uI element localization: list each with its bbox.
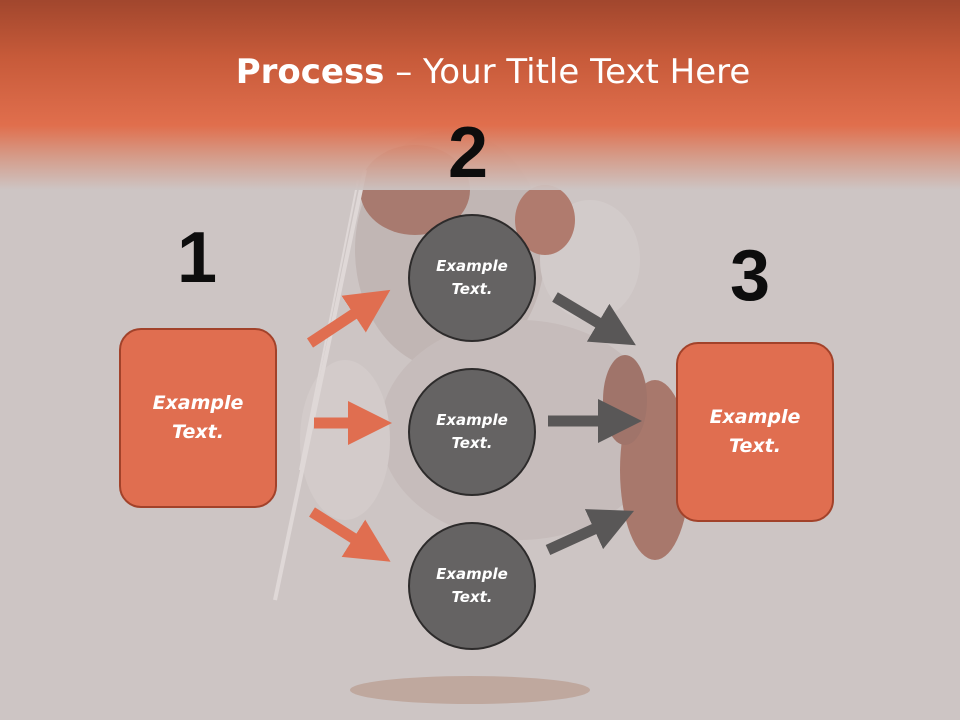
circle-middle-label: Example Text.: [436, 411, 508, 452]
arrow-bottom-to-3: [545, 509, 635, 556]
step-1-box[interactable]: Example Text.: [119, 328, 277, 508]
circle-bottom-label: Example Text.: [436, 565, 508, 606]
title-bold: Process: [235, 52, 385, 92]
title-rest: – Your Title Text Here: [384, 52, 751, 92]
step-2-circle-middle[interactable]: Example Text.: [408, 368, 536, 496]
arrow-1-to-bottom: [309, 507, 391, 562]
step-3-box-label: Example Text.: [709, 406, 801, 457]
circle-top-label: Example Text.: [436, 257, 508, 298]
arrow-top-to-3: [552, 292, 636, 346]
step-2-circle-bottom[interactable]: Example Text.: [408, 522, 536, 650]
slide-title: Process – Your Title Text Here: [0, 52, 960, 92]
step-3-box[interactable]: Example Text.: [676, 342, 834, 522]
step-number-3: 3: [730, 236, 771, 316]
arrow-1-to-top: [306, 289, 391, 348]
step-number-2: 2: [448, 113, 489, 193]
header-band: [0, 0, 960, 190]
step-1-box-label: Example Text.: [152, 392, 244, 443]
step-number-1: 1: [177, 218, 218, 298]
step-2-circle-top[interactable]: Example Text.: [408, 214, 536, 342]
